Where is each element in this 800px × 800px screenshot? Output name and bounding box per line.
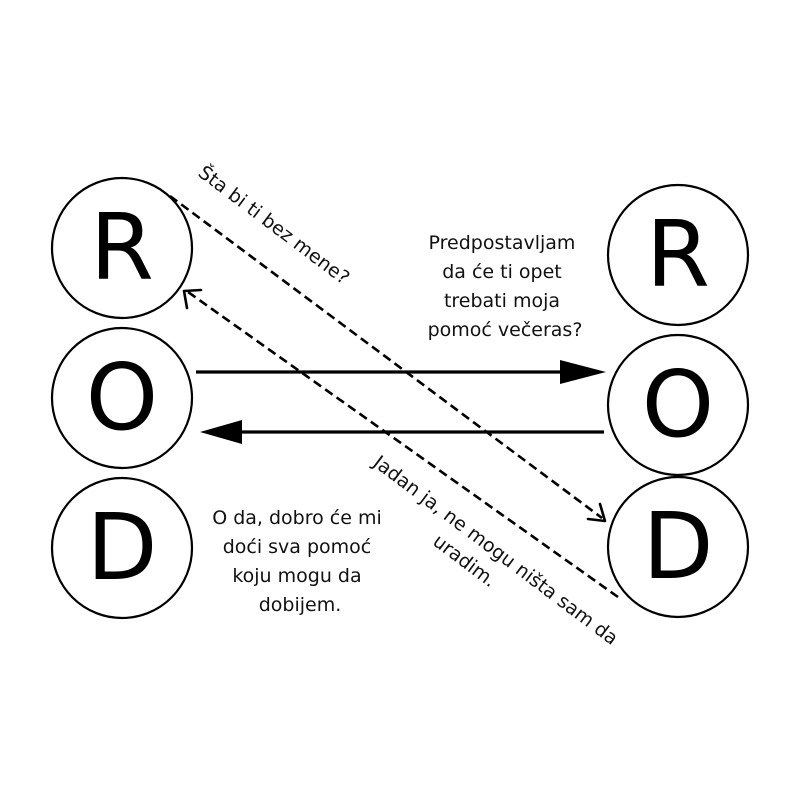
left-node-o-letter: O — [86, 344, 158, 451]
dashed-arrow-r-to-d — [169, 194, 607, 523]
right-node-d-letter: D — [643, 493, 714, 600]
right-node-o-letter: O — [642, 351, 714, 458]
label-top-right-line-4: pomoć večeras? — [428, 319, 583, 341]
label-top-right-line-3: trebati moja — [444, 290, 560, 312]
dashed-arrow-d-to-r — [182, 288, 619, 599]
left-node-o: O — [50, 326, 194, 470]
right-node-r: R — [606, 183, 750, 327]
left-node-d-letter: D — [87, 494, 158, 601]
left-node-d: D — [50, 476, 194, 620]
label-bottom-left: O da, dobro će mi doći sva pomoć koju mo… — [212, 507, 388, 616]
left-node-r: R — [50, 176, 194, 320]
label-diagonal-bottom: Jadan ja, ne mogu ništa sam da uradim. — [352, 451, 627, 675]
label-top-right-line-2: da će ti opet — [442, 261, 562, 283]
arrow-o-to-o — [196, 360, 606, 384]
right-node-d: D — [606, 475, 750, 619]
arrow-o-back-to-o — [200, 420, 604, 444]
right-node-o: O — [606, 333, 750, 477]
label-diagonal-bottom-line-1: Jadan ja, ne mogu ništa sam da — [368, 451, 622, 650]
label-top-right-line-1: Predpostavljam — [429, 232, 576, 254]
label-bottom-left-line-3: koju mogu da — [232, 565, 361, 587]
label-top-right: Predpostavljam da će ti opet trebati moj… — [428, 232, 583, 341]
right-node-r-letter: R — [646, 201, 710, 308]
label-bottom-left-line-1: O da, dobro će mi — [212, 507, 382, 529]
left-node-r-letter: R — [90, 194, 154, 301]
label-bottom-left-line-4: dobijem. — [259, 594, 342, 616]
label-diagonal-top: Šta bi ti bez mene? — [194, 160, 355, 289]
label-bottom-left-line-2: doći sva pomoć — [223, 536, 372, 558]
